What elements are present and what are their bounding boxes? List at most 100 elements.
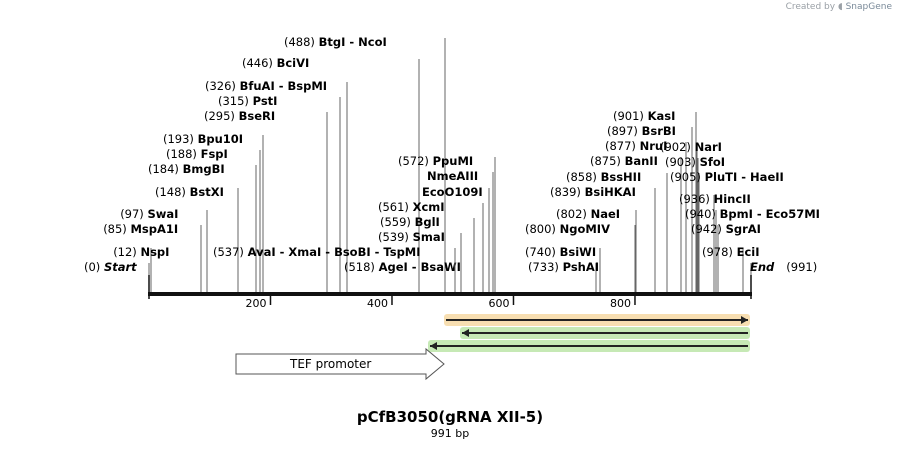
- ruler-label: 800: [610, 297, 631, 310]
- feature-tef-promoter[interactable]: TEF promoter: [235, 347, 445, 381]
- site-name: Start: [104, 260, 137, 274]
- site-position: (446): [242, 56, 277, 70]
- site-nmeaiii[interactable]: NmeAIII: [427, 169, 494, 292]
- site-label: (488) BtgI - NcoI: [284, 35, 387, 49]
- site-label: (537) AvaI - XmaI - BsoBI - TspMI: [213, 245, 421, 259]
- site-position: (978): [702, 245, 737, 259]
- site-position: (326): [205, 79, 240, 93]
- site-label: (539) SmaI: [378, 230, 445, 244]
- site-label: (875) BanII: [590, 154, 658, 168]
- site-end[interactable]: End(991): [750, 260, 817, 292]
- site-agei-bsawi[interactable]: (518) AgeI - BsaWI: [344, 260, 461, 292]
- site-name: BsiHKAI: [585, 185, 636, 199]
- site-bsshii[interactable]: (858) BssHII: [566, 170, 668, 292]
- site-position: (901): [613, 109, 648, 123]
- site-position: (942): [691, 222, 726, 236]
- site-sgrai[interactable]: (942) SgrAI: [691, 222, 761, 292]
- site-bpmi-eco57mi[interactable]: (940) BpmI - Eco57MI: [685, 207, 820, 292]
- site-position: (902): [660, 140, 695, 154]
- site-position: (572): [398, 154, 433, 168]
- primer-reverse-3[interactable]: [428, 340, 750, 352]
- site-nari[interactable]: (902) NarI: [660, 140, 722, 292]
- site-label: (561) XcmI: [378, 200, 445, 214]
- site-name: AgeI - BsaWI: [379, 260, 461, 274]
- site-name: NaeI: [591, 207, 620, 221]
- site-bpu10i[interactable]: (193) Bpu10I: [163, 132, 264, 292]
- site-position: (295): [204, 109, 239, 123]
- site-label: (901) KasI: [613, 109, 675, 123]
- site-bgli[interactable]: (559) BglI: [380, 215, 475, 292]
- site-label: (559) BglI: [380, 215, 440, 229]
- site-ecii[interactable]: (978) EciI: [702, 245, 760, 292]
- site-fspi[interactable]: (188) FspI: [166, 147, 261, 292]
- site-bsihkai[interactable]: (839) BsiHKAI: [550, 185, 656, 292]
- site-position: (537): [213, 245, 248, 259]
- site-psti[interactable]: (315) PstI: [218, 94, 341, 292]
- site-label: End(991): [750, 260, 817, 274]
- site-smai[interactable]: (539) SmaI: [378, 230, 462, 292]
- site-position: (905): [670, 170, 705, 184]
- site-label: (446) BciVI: [242, 56, 309, 70]
- site-label: (326) BfuAI - BspMI: [205, 79, 327, 93]
- site-name: NgoMIV: [560, 222, 610, 236]
- site-bseri[interactable]: (295) BseRI: [204, 109, 328, 292]
- site-name: SfoI: [700, 155, 725, 169]
- site-nspi[interactable]: (12) NspI: [113, 245, 169, 292]
- site-mspa1i[interactable]: (85) MspA1I: [103, 222, 202, 292]
- sequence-backbone: [148, 275, 752, 299]
- site-xcmi[interactable]: (561) XcmI: [378, 200, 484, 292]
- site-bsrbi[interactable]: (897) BsrBI: [607, 124, 693, 292]
- site-banii[interactable]: (875) BanII: [590, 154, 682, 292]
- feature-label: TEF promoter: [289, 357, 371, 371]
- site-swai[interactable]: (97) SwaI: [120, 207, 208, 292]
- site-position: (148): [155, 185, 190, 199]
- site-bcivi[interactable]: (446) BciVI: [242, 56, 420, 292]
- site-bfuai-bspmi[interactable]: (326) BfuAI - BspMI: [205, 79, 348, 292]
- site-name: PshAI: [563, 260, 599, 274]
- site-label: (978) EciI: [702, 245, 760, 259]
- site-name: PpuMI: [433, 154, 474, 168]
- site-bmgbi[interactable]: (184) BmgBI: [148, 162, 257, 292]
- site-ngomiv[interactable]: (800) NgoMIV: [525, 222, 636, 292]
- site-sfoi[interactable]: (903) SfoI: [665, 155, 725, 292]
- site-name: BsiWI: [560, 245, 597, 259]
- site-label: (518) AgeI - BsaWI: [344, 260, 461, 274]
- site-avai-xmai-bsobi-tspmi[interactable]: (537) AvaI - XmaI - BsoBI - TspMI: [213, 245, 456, 292]
- primer-reverse-2[interactable]: [460, 327, 750, 339]
- site-hincii[interactable]: (936) HincII: [679, 192, 751, 292]
- promoter-arrow: [235, 347, 445, 381]
- site-position: (897): [607, 124, 642, 138]
- site-ecoo109i[interactable]: EcoO109I: [422, 185, 490, 292]
- site-name: FspI: [201, 147, 228, 161]
- site-name: End: [750, 260, 775, 274]
- site-position: (561): [378, 200, 413, 214]
- site-bstxi[interactable]: (148) BstXI: [155, 185, 239, 292]
- site-name: BstXI: [190, 185, 224, 199]
- site-label: (897) BsrBI: [607, 124, 676, 138]
- site-label: (940) BpmI - Eco57MI: [685, 207, 820, 221]
- ruler-label: 400: [367, 297, 388, 310]
- site-name: NmeAIII: [427, 169, 478, 183]
- site-label: (802) NaeI: [556, 207, 620, 221]
- site-pluti-haeii[interactable]: (905) PluTI - HaeII: [670, 170, 784, 292]
- site-naei[interactable]: (802) NaeI: [556, 207, 637, 292]
- site-name: AvaI - XmaI - BsoBI - TspMI: [248, 245, 421, 259]
- site-name: BssHII: [601, 170, 642, 184]
- site-label: (184) BmgBI: [148, 162, 225, 176]
- site-ppumi[interactable]: (572) PpuMI: [398, 154, 496, 292]
- sequence-name: pCfB3050(gRNA XII-5): [356, 408, 544, 426]
- site-pshai[interactable]: (733) PshAI: [528, 260, 599, 292]
- primer-forward-1[interactable]: [444, 314, 750, 326]
- site-btgi-ncoi[interactable]: (488) BtgI - NcoI: [284, 35, 446, 292]
- snapgene-watermark: Created by ◖ SnapGene: [786, 2, 892, 12]
- site-nrui[interactable]: (877) NruI: [605, 139, 687, 292]
- site-label: (315) PstI: [218, 94, 277, 108]
- site-bsiwi[interactable]: (740) BsiWI: [525, 245, 601, 292]
- restriction-sites: (0) Start(12) NspI(85) MspA1I(97) SwaI(1…: [84, 35, 820, 292]
- site-start[interactable]: (0) Start: [84, 260, 150, 292]
- site-label: (85) MspA1I: [103, 222, 178, 236]
- site-kasi[interactable]: (901) KasI: [613, 109, 697, 292]
- site-name: NruI: [640, 139, 668, 153]
